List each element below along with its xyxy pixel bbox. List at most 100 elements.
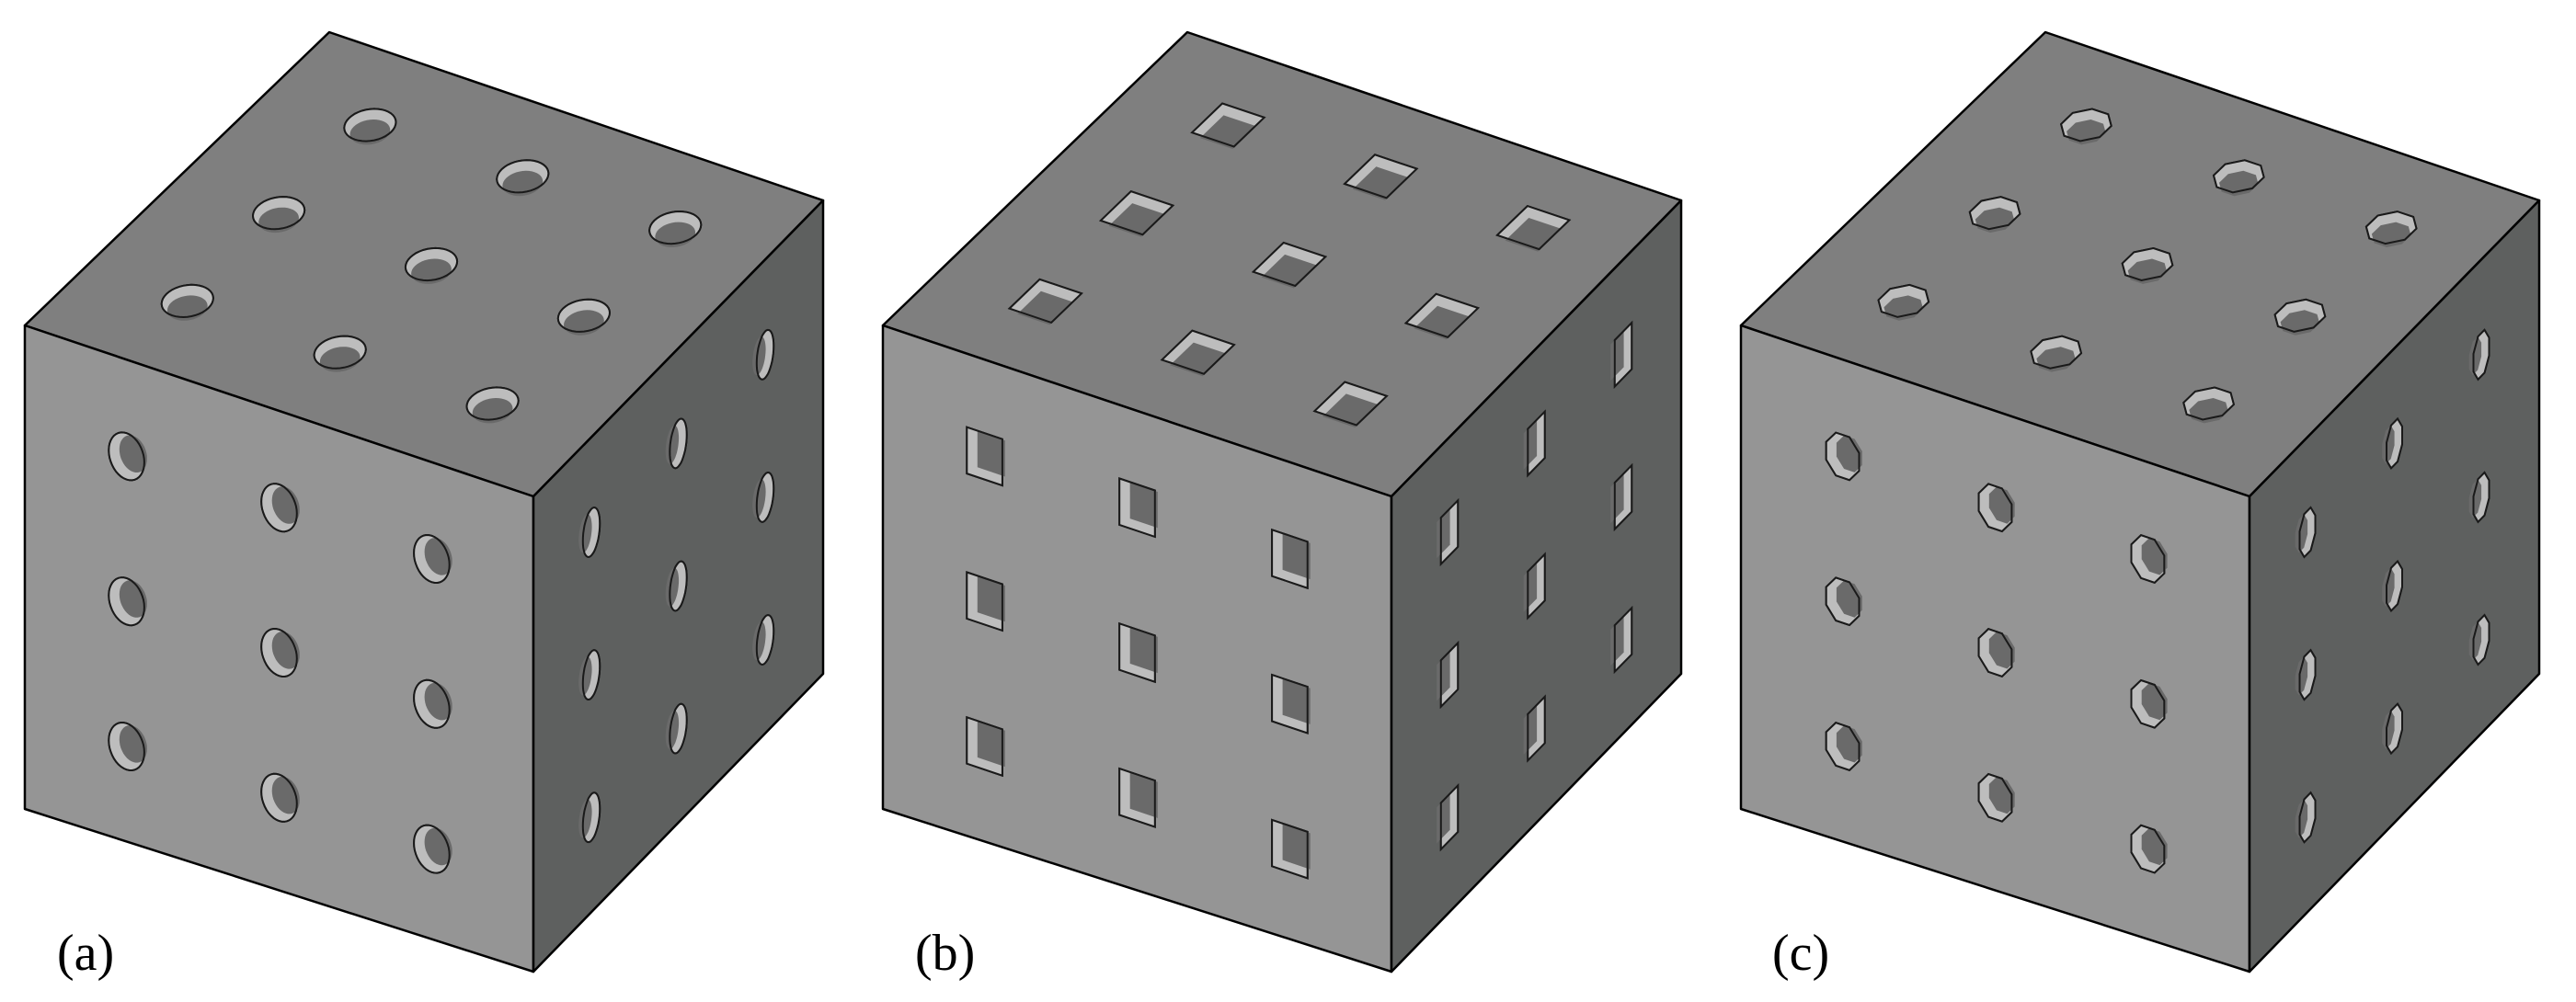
hole-rim [1613,605,1633,675]
top-hole [648,210,703,247]
top-hole [1968,196,2021,233]
front-hole [966,715,1005,778]
front-hole [260,483,300,533]
hole-rim [2364,211,2418,245]
hole-depth [2141,827,2168,866]
hole-rim [260,627,298,678]
hole-rim [404,246,459,282]
hole-rim [413,533,451,585]
front-hole [1977,772,2015,823]
hole-depth [1610,331,1624,381]
hole-depth [665,711,680,749]
hole-rim [108,576,145,627]
side-hole [1610,462,1633,531]
hole-depth [1836,725,1862,763]
top-hole [465,386,520,424]
hole-rim [1312,381,1389,427]
top-hole [1312,381,1389,427]
top-hole [2212,159,2265,197]
front-hole [966,426,1005,487]
hole-rim [1007,278,1083,325]
top-hole [2273,298,2327,336]
hole-rim [1527,694,1546,763]
side-hole [752,471,775,523]
hole-rim [160,283,214,319]
hole-rim [1439,497,1460,567]
hole-rim [343,108,397,142]
hole-depth [2295,656,2308,696]
hole-rim [1527,552,1546,621]
hole-depth [977,431,1005,477]
top-hole [343,108,397,145]
front-hole [1118,477,1158,539]
hole-rim [581,791,601,844]
side-hole [2468,613,2490,666]
hole-depth [2382,567,2395,607]
hole-depth [1523,562,1538,612]
hole-rim [581,649,601,701]
hole-depth [977,721,1005,768]
hole-rim [1877,283,1930,318]
hole-rim [966,715,1003,778]
hole-rim [1118,767,1156,828]
top-hole [2059,108,2112,145]
hole-rim [108,431,145,482]
hole-depth [1282,678,1311,724]
hole-depth [1610,473,1624,524]
front-hole [1977,628,2015,677]
top-hole [1495,204,1572,252]
hole-rim [260,483,298,533]
hole-rim [465,386,520,421]
hole-depth [1523,419,1538,470]
side-hole [1437,641,1460,710]
front-hole [413,678,452,729]
hole-rim [2182,386,2236,421]
front-hole [1118,767,1158,828]
hole-rim [2273,298,2327,333]
hole-rim [2472,471,2490,524]
hole-rim [755,471,775,523]
top-hole [1099,190,1175,237]
hole-depth [1523,704,1538,755]
side-hole [578,649,601,701]
panel-label-a: (a) [57,925,114,982]
hole-depth [1282,824,1311,870]
side-hole [1437,783,1460,852]
hole-rim [2386,416,2403,470]
side-hole [2295,506,2317,559]
hole-rim [556,298,612,333]
hole-depth [2468,479,2482,518]
top-hole [496,159,550,197]
top-hole [2364,211,2418,247]
hole-depth [578,656,592,696]
top-hole [160,283,214,321]
hole-depth [578,514,592,553]
hole-depth [1610,616,1624,666]
top-hole [2182,386,2236,424]
hole-rim [108,721,145,772]
side-hole [752,614,775,666]
hole-rim [1968,196,2021,231]
hole-rim [1527,409,1546,478]
hole-depth [1129,772,1158,818]
side-hole [2295,648,2317,701]
top-hole [1403,292,1480,340]
top-hole [313,335,367,372]
top-hole [1877,283,1930,321]
cube-circular-holes [23,30,825,974]
hole-rim [2298,791,2317,844]
top-hole [404,246,459,284]
hole-depth [1282,533,1311,580]
hole-depth [977,575,1005,622]
hole-rim [2130,534,2166,584]
hole-rim [1099,190,1175,236]
side-hole [2468,328,2490,381]
hole-rim [2386,702,2403,756]
front-hole [1825,431,1862,482]
hole-rim [669,702,688,755]
hole-rim [755,328,775,381]
panel-label-b: (b) [915,925,975,982]
hole-rim [1190,102,1266,148]
side-hole [578,791,601,844]
